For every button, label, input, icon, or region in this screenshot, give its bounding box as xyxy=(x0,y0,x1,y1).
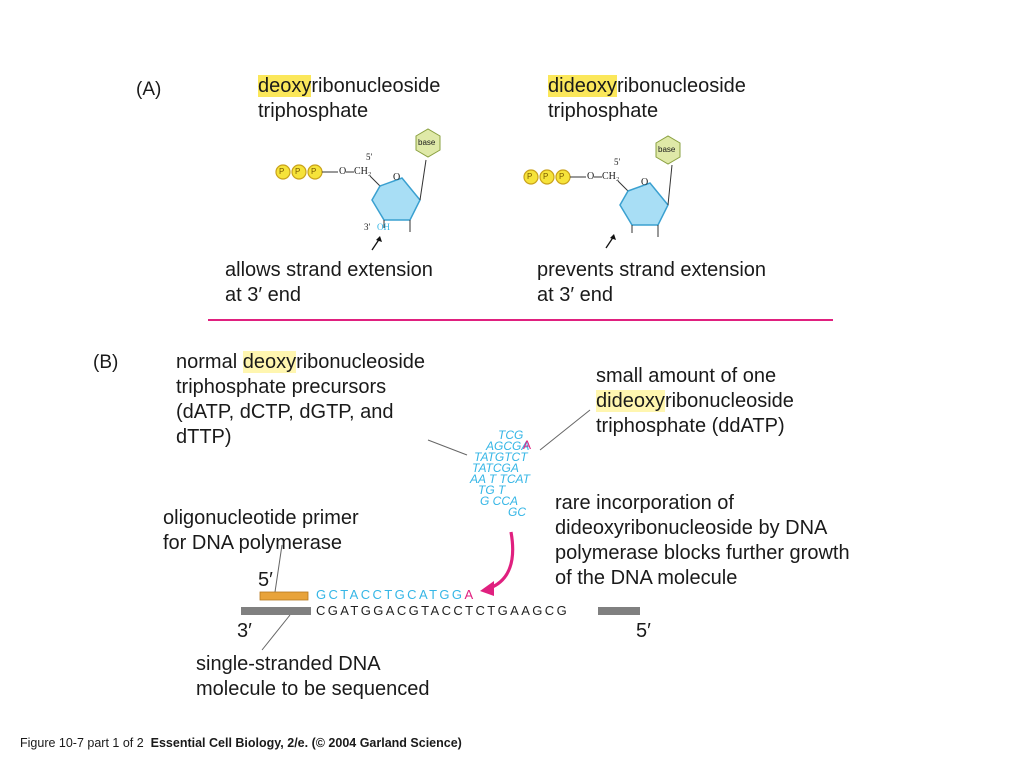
rare-line1: rare incorporation of xyxy=(555,492,734,514)
panel-a-label: (A) xyxy=(136,79,162,100)
base-hexagon-dideoxy xyxy=(655,135,681,165)
cloud-line-4: TATCGA xyxy=(472,461,519,475)
new-strand-terminal-a: A xyxy=(464,587,476,602)
base-hexagon xyxy=(415,128,441,158)
small-dideoxy-highlight: dideoxy xyxy=(596,390,665,412)
phosphate-label-5: P xyxy=(543,172,549,181)
rare-line4: of the DNA molecule xyxy=(555,567,738,589)
template-bar-left xyxy=(241,607,311,615)
primer-line2: for DNA polymerase xyxy=(163,532,342,554)
cloud-line-7: G CCA xyxy=(480,494,519,508)
normal-prefix: normal xyxy=(176,351,243,373)
template-sequence: CGATGGACGTACCTCTGAAGCG xyxy=(316,603,570,618)
small-line2-rest: ribonucleoside xyxy=(664,390,794,412)
prevents-extension-line2: at 3′ end xyxy=(537,284,614,306)
cloud-line-3: TATGTCT xyxy=(474,450,528,464)
five-prime-small-left: 5′ xyxy=(366,152,373,162)
phosphate-circle-2 xyxy=(291,164,307,180)
new-strand-bases: GCTACCTGCATGG xyxy=(316,587,465,602)
cloud-line-6: TG T xyxy=(478,483,506,497)
phosphate-label-4: P xyxy=(527,172,533,181)
oh-label: OH xyxy=(377,222,390,232)
cloud-line-2-text: AGCGA xyxy=(486,439,530,453)
small-amount-line1: small amount of one xyxy=(596,365,777,387)
dideoxy-title-line2: triphosphate xyxy=(548,100,659,122)
ch2-label-right: CH₂ xyxy=(602,171,620,182)
three-prime-small-left: 3′ xyxy=(364,222,371,232)
five-prime-label: 5′ xyxy=(258,569,273,591)
figure-caption: Figure 10-7 part 1 of 2 Essential Cell B… xyxy=(20,736,462,750)
small-amount-line2: dideoxyribonucleoside xyxy=(596,389,794,413)
phosphate-circle-4 xyxy=(523,169,539,185)
three-prime-label: 3′ xyxy=(237,620,252,642)
dideoxy-title-rest: ribonucleoside xyxy=(616,75,746,97)
deoxy-title: deoxyribonucleoside xyxy=(258,74,440,98)
rare-line2: dideoxyribonucleoside by DNA xyxy=(555,517,828,539)
phosphate-label-6: P xyxy=(559,172,565,181)
normal-deoxy-highlight: deoxy xyxy=(242,351,297,373)
deoxyribose-structure xyxy=(275,128,441,251)
ring-o-right: O xyxy=(641,177,649,188)
panel-b-label: (B) xyxy=(93,352,119,373)
ddatp-a: A xyxy=(523,438,532,452)
template-line2: molecule to be sequenced xyxy=(196,678,430,700)
phosphate-label-2: P xyxy=(295,167,301,176)
deoxy-highlight: deoxy xyxy=(258,75,312,97)
cloud-line-5: AA T TCAT xyxy=(470,472,530,486)
phosphate-label-1: P xyxy=(279,167,285,176)
leader-normal xyxy=(427,439,468,456)
primer-bar xyxy=(259,591,309,601)
small-amount-line3: triphosphate (ddATP) xyxy=(596,415,785,437)
dideoxyribose-structure xyxy=(523,135,681,249)
normal-line4: dTTP) xyxy=(176,426,232,448)
five-prime-right-label: 5′ xyxy=(636,620,651,642)
cloud-line-2: AGCGA xyxy=(470,439,530,453)
ch2-label-left: CH₂ xyxy=(354,166,372,177)
o-label-left: O xyxy=(339,166,347,177)
rare-line3: polymerase blocks further growth xyxy=(555,542,850,564)
normal-line1: normal deoxyribonucleoside xyxy=(176,350,425,374)
base-label-right: base xyxy=(658,145,676,154)
o-label-right: O xyxy=(587,171,595,182)
new-strand-sequence: GCTACCTGCATGGA xyxy=(316,587,476,602)
normal-line3: (dATP, dCTP, dGTP, and xyxy=(176,401,394,423)
template-line1: single-stranded DNA xyxy=(196,653,381,675)
sugar-ring xyxy=(371,177,421,221)
prevents-extension-line1: prevents strand extension xyxy=(537,259,767,281)
normal-line2: triphosphate precursors xyxy=(176,376,387,398)
nucleotide-cloud: TCG AGCGA TATGTCT TATCGA AA T TCAT TG T … xyxy=(470,428,530,519)
deoxy-title-rest: ribonucleoside xyxy=(311,75,441,97)
phosphate-label-3: P xyxy=(311,167,317,176)
book-credit: Essential Cell Biology, 2/e. (© 2004 Gar… xyxy=(150,736,462,750)
deoxy-title-line2: triphosphate xyxy=(258,100,369,122)
sugar-ring-dideoxy xyxy=(619,182,669,226)
allows-extension-line2: at 3′ end xyxy=(225,284,302,306)
incorporation-arrow xyxy=(489,531,515,590)
five-prime-small-right: 5′ xyxy=(614,157,621,167)
primer-line1: oligonucleotide primer xyxy=(163,507,359,529)
leader-small xyxy=(539,409,591,451)
leader-template xyxy=(261,614,291,651)
dideoxy-highlight: dideoxy xyxy=(548,75,617,97)
allows-extension-line1: allows strand extension xyxy=(225,259,433,281)
leader-primer xyxy=(274,544,283,593)
cloud-line-1: TCG xyxy=(498,428,524,442)
base-label-left: base xyxy=(418,138,436,147)
cloud-line-8: GC xyxy=(508,505,526,519)
figure-number: Figure 10-7 part 1 of 2 xyxy=(20,736,144,750)
ring-o-left: O xyxy=(393,172,401,183)
phosphate-circle-5 xyxy=(539,169,555,185)
dideoxy-title: dideoxyribonucleoside xyxy=(548,74,746,98)
normal-line1-rest: ribonucleoside xyxy=(296,351,426,373)
phosphate-circle-1 xyxy=(275,164,291,180)
template-bar-right xyxy=(598,607,640,615)
